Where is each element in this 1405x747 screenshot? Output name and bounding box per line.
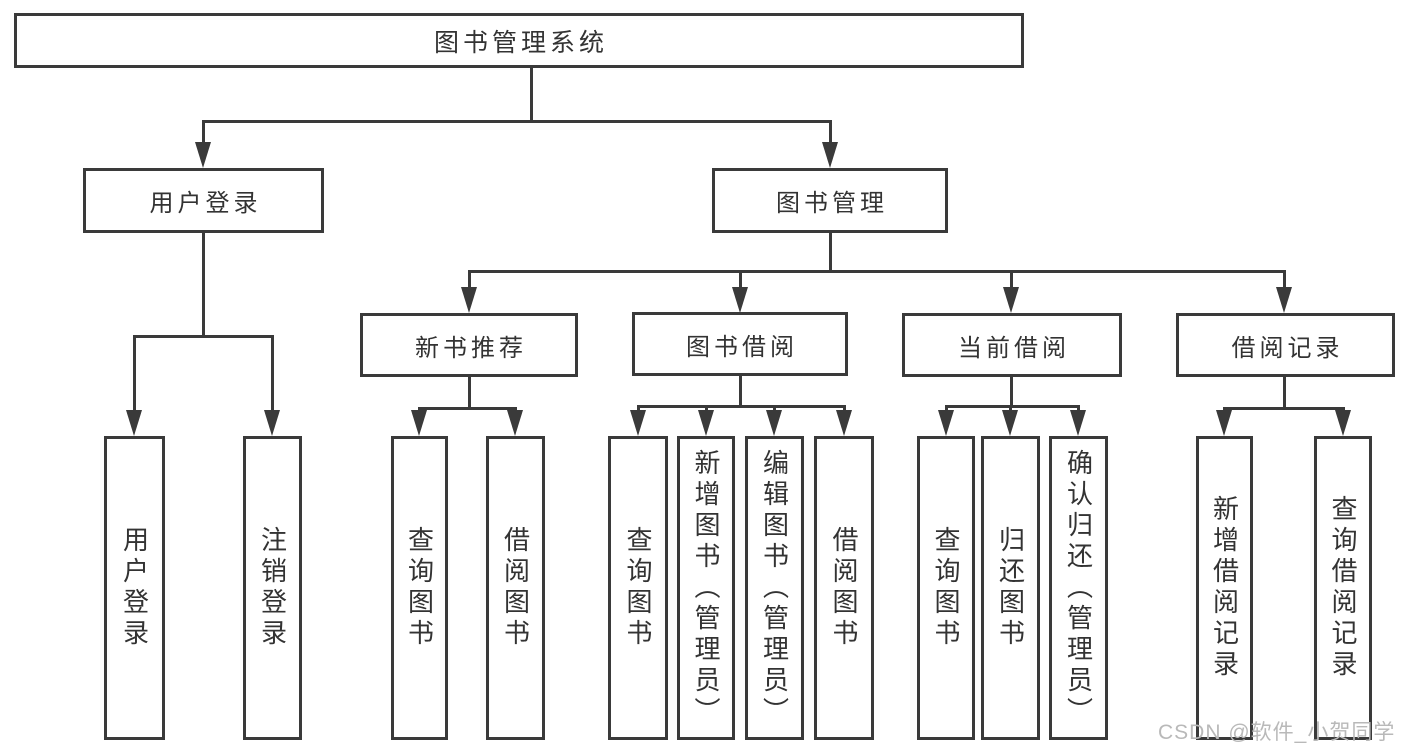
arrow-down-icon — [264, 410, 280, 436]
node-label: 确认归还（管理员） — [1063, 448, 1094, 728]
arrow-down-icon — [766, 410, 782, 436]
leaf-edit-books-admin: 编辑图书（管理员） — [745, 436, 804, 740]
connector-line — [739, 270, 742, 290]
node-label: 查询借阅记录 — [1328, 495, 1358, 681]
connector-line — [1010, 270, 1013, 290]
node-label: 当前借阅 — [958, 334, 1070, 362]
arrow-down-icon — [1070, 410, 1086, 436]
leaf-add-borrow-record: 新增借阅记录 — [1196, 436, 1253, 740]
connector-line — [468, 270, 471, 290]
arrow-down-icon — [1276, 287, 1292, 313]
arrow-down-icon — [630, 410, 646, 436]
csdn-watermark: CSDN @软件_小贺同学 — [1158, 721, 1396, 744]
node-label: 借阅图书 — [500, 526, 531, 650]
connector-line — [1283, 270, 1286, 290]
leaf-borrow-books-recommend: 借阅图书 — [486, 436, 545, 740]
node-label: 用户登录 — [119, 526, 150, 650]
arrow-down-icon — [822, 142, 838, 168]
arrow-down-icon — [126, 410, 142, 436]
node-label: 图书借阅 — [686, 333, 798, 361]
connector-line — [468, 270, 1286, 273]
arrow-down-icon — [1216, 410, 1232, 436]
node-label: 注销登录 — [257, 526, 288, 650]
leaf-return-books: 归还图书 — [981, 436, 1040, 740]
connector-line — [945, 405, 1080, 408]
connector-line — [202, 233, 205, 335]
connector-line — [1223, 407, 1345, 410]
connector-line — [843, 405, 846, 413]
leaf-user-login: 用户登录 — [104, 436, 165, 740]
node-label: 编辑图书（管理员） — [759, 448, 790, 728]
leaf-query-borrow-record: 查询借阅记录 — [1314, 436, 1372, 740]
arrow-down-icon — [195, 142, 211, 168]
node-new-book-recommend: 新书推荐 — [360, 313, 578, 377]
connector-line — [1009, 405, 1012, 413]
node-library-management-system: 图书管理系统 — [14, 13, 1024, 68]
arrow-down-icon — [938, 410, 954, 436]
connector-line — [202, 120, 205, 146]
node-current-borrowing: 当前借阅 — [902, 313, 1122, 377]
arrow-down-icon — [1002, 410, 1018, 436]
connector-line — [829, 120, 832, 146]
connector-line — [271, 335, 274, 413]
node-borrowing-records: 借阅记录 — [1176, 313, 1395, 377]
arrow-down-icon — [1335, 410, 1351, 436]
arrow-down-icon — [836, 410, 852, 436]
connector-line — [133, 335, 274, 338]
node-label: 查询图书 — [931, 526, 961, 650]
connector-line — [705, 405, 708, 413]
connector-line — [1077, 405, 1080, 413]
connector-line — [202, 120, 832, 123]
connector-line — [637, 405, 640, 413]
node-label: 归还图书 — [995, 526, 1026, 650]
connector-line — [133, 335, 136, 413]
connector-line — [637, 405, 846, 408]
leaf-query-books-current: 查询图书 — [917, 436, 975, 740]
node-label: 图书管理 — [776, 190, 888, 217]
leaf-confirm-return-admin: 确认归还（管理员） — [1049, 436, 1108, 740]
leaf-query-books-recommend: 查询图书 — [391, 436, 448, 740]
node-label: 借阅图书 — [829, 526, 859, 650]
arrow-down-icon — [461, 287, 477, 313]
node-label: 新增图书（管理员） — [691, 448, 721, 728]
connector-line — [418, 407, 517, 410]
node-label: 查询图书 — [623, 526, 653, 650]
leaf-add-books-admin: 新增图书（管理员） — [677, 436, 735, 740]
connector-line — [468, 377, 471, 407]
node-label: 新增借阅记录 — [1209, 495, 1240, 681]
node-book-management: 图书管理 — [712, 168, 948, 233]
arrow-down-icon — [411, 410, 427, 436]
node-label: 借阅记录 — [1231, 334, 1344, 362]
arrow-down-icon — [1003, 287, 1019, 313]
connector-line — [773, 405, 776, 413]
arrow-down-icon — [507, 410, 523, 436]
connector-line — [1283, 377, 1286, 407]
node-label: 图书管理系统 — [433, 28, 608, 57]
node-book-borrowing: 图书借阅 — [632, 312, 848, 376]
node-label: 新书推荐 — [415, 334, 527, 362]
arrow-down-icon — [732, 287, 748, 313]
node-user-login: 用户登录 — [83, 168, 324, 233]
connector-line — [829, 233, 832, 270]
leaf-borrow-books: 借阅图书 — [814, 436, 874, 740]
node-label: 查询图书 — [404, 526, 435, 650]
arrow-down-icon — [698, 410, 714, 436]
connector-line — [945, 405, 948, 413]
leaf-logout: 注销登录 — [243, 436, 302, 740]
leaf-query-books-borrowing: 查询图书 — [608, 436, 668, 740]
connector-line — [739, 376, 742, 405]
node-label: 用户登录 — [149, 190, 262, 217]
connector-line — [1010, 377, 1013, 405]
connector-line — [530, 68, 533, 120]
